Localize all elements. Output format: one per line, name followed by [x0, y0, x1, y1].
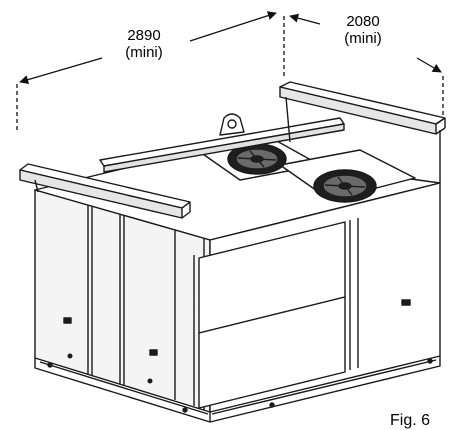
figure-caption: Fig. 6: [390, 412, 431, 429]
access-panel-latch: [401, 299, 411, 306]
lifting-strap: [34, 179, 39, 193]
length-dimension-label: 2890 (mini): [104, 27, 184, 61]
dimension-arrow-icon: [289, 13, 321, 25]
width-dimension-label: 2080 (mini): [323, 13, 403, 47]
dimension-arrow-icon: [416, 57, 442, 73]
access-panel-latch: [63, 317, 72, 324]
length-dimension-value: 2890: [127, 27, 161, 44]
lifting-eye-icon: [219, 113, 245, 136]
fan-icon: [313, 169, 377, 203]
coil-panel-lower: [198, 296, 346, 409]
width-dimension-qualifier: (mini): [344, 30, 382, 47]
length-dimension-qualifier: (mini): [125, 44, 163, 61]
dimension-arrow-icon: [19, 57, 103, 85]
dimension-arrow-icon: [189, 11, 277, 42]
width-dimension-value: 2080: [346, 13, 380, 30]
access-panel-latch: [149, 349, 158, 356]
lifting-strap: [285, 96, 291, 143]
